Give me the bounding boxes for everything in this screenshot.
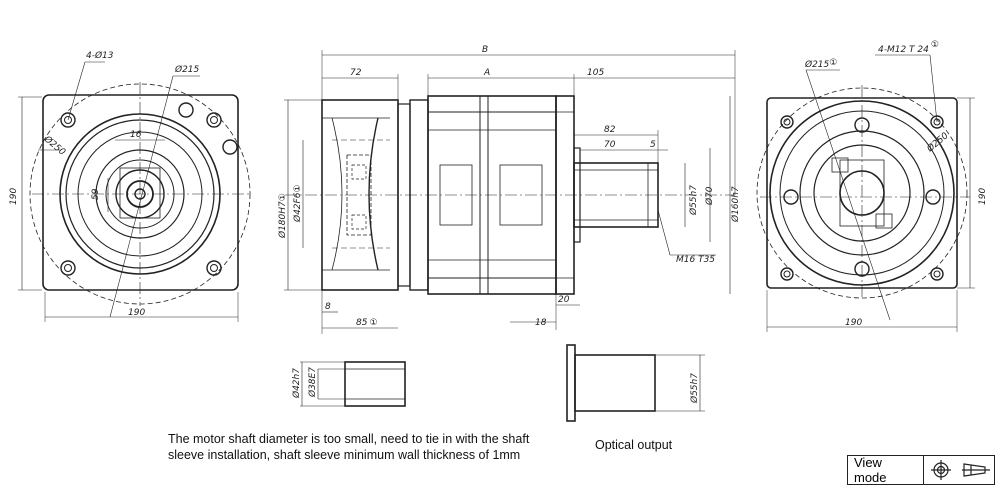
body-length-label: A xyxy=(483,68,490,78)
right-width-label: 190 xyxy=(845,318,862,328)
view-mode-label: View mode xyxy=(848,455,924,485)
key-length-label: 70 xyxy=(604,140,616,150)
optical-shaft xyxy=(566,344,705,422)
left-view xyxy=(18,61,251,322)
input-length-label: 72 xyxy=(350,68,362,78)
sleeve-note-line2: sleeve installation, shaft sleeve minimu… xyxy=(168,448,521,462)
view-mode-box: View mode xyxy=(847,455,995,485)
optical-shaft-body xyxy=(574,354,656,412)
shaft-length-label: 82 xyxy=(604,125,616,135)
output-face-label: 18 xyxy=(535,318,547,328)
left-width-label: 190 xyxy=(128,308,145,318)
optical-output-label: Optical output xyxy=(595,438,673,452)
left-key-width-label: 16 xyxy=(130,130,142,140)
output-length-label: 105 xyxy=(587,68,604,78)
left-bolt-holes-label: 4-Ø13 xyxy=(86,50,114,61)
sleeve-outer-label: Ø42h7 xyxy=(291,368,302,399)
left-view-hole xyxy=(206,112,222,128)
right-circle-label: Ø250 xyxy=(924,130,951,155)
left-pcd-label: Ø215 xyxy=(174,64,200,75)
left-key-depth-label: 59 xyxy=(91,188,101,200)
right-height-label: 190 xyxy=(978,188,988,205)
left-view-hole xyxy=(60,260,76,276)
sleeve-body xyxy=(344,361,406,407)
sleeve-note: The motor shaft diameter is too small, n… xyxy=(168,431,529,463)
truncated-cone-icon xyxy=(959,456,994,484)
sleeve-note-line1: The motor shaft diameter is too small, n… xyxy=(168,432,530,446)
side-view xyxy=(284,50,736,334)
left-view-hole xyxy=(60,112,76,128)
left-view-flange xyxy=(42,94,239,291)
output-shaft-label: Ø55h7 xyxy=(688,185,699,216)
sleeve-inner-label: Ø38E7 xyxy=(307,367,318,398)
output-spigot-label: Ø70 xyxy=(704,186,715,206)
optical-shaft-label: Ø55h7 xyxy=(689,373,700,404)
motor-shaft-label: Ø42F6① xyxy=(292,184,303,223)
crosshair-circle-icon xyxy=(924,456,959,484)
left-circle-label: Ø250 xyxy=(41,133,68,158)
left-view-hole xyxy=(206,260,222,276)
flange-small-label: 8 xyxy=(325,302,331,312)
left-height-label: 190 xyxy=(9,188,19,205)
overall-length-label: B xyxy=(482,45,488,55)
shaft-sleeve xyxy=(300,361,406,407)
flange-thickness-label: 20 xyxy=(558,295,570,305)
output-pilot-label: Ø160h7 xyxy=(730,186,741,223)
right-view-circle-250 xyxy=(756,87,968,299)
optical-shaft-flange xyxy=(566,344,576,422)
right-pcd-label: Ø215① xyxy=(804,58,837,70)
right-view xyxy=(756,54,975,332)
bore-diameter-label: Ø180H7① xyxy=(277,193,288,239)
key-offset-label: 5 xyxy=(650,140,656,150)
thread-label: M16 T35 xyxy=(676,255,715,265)
